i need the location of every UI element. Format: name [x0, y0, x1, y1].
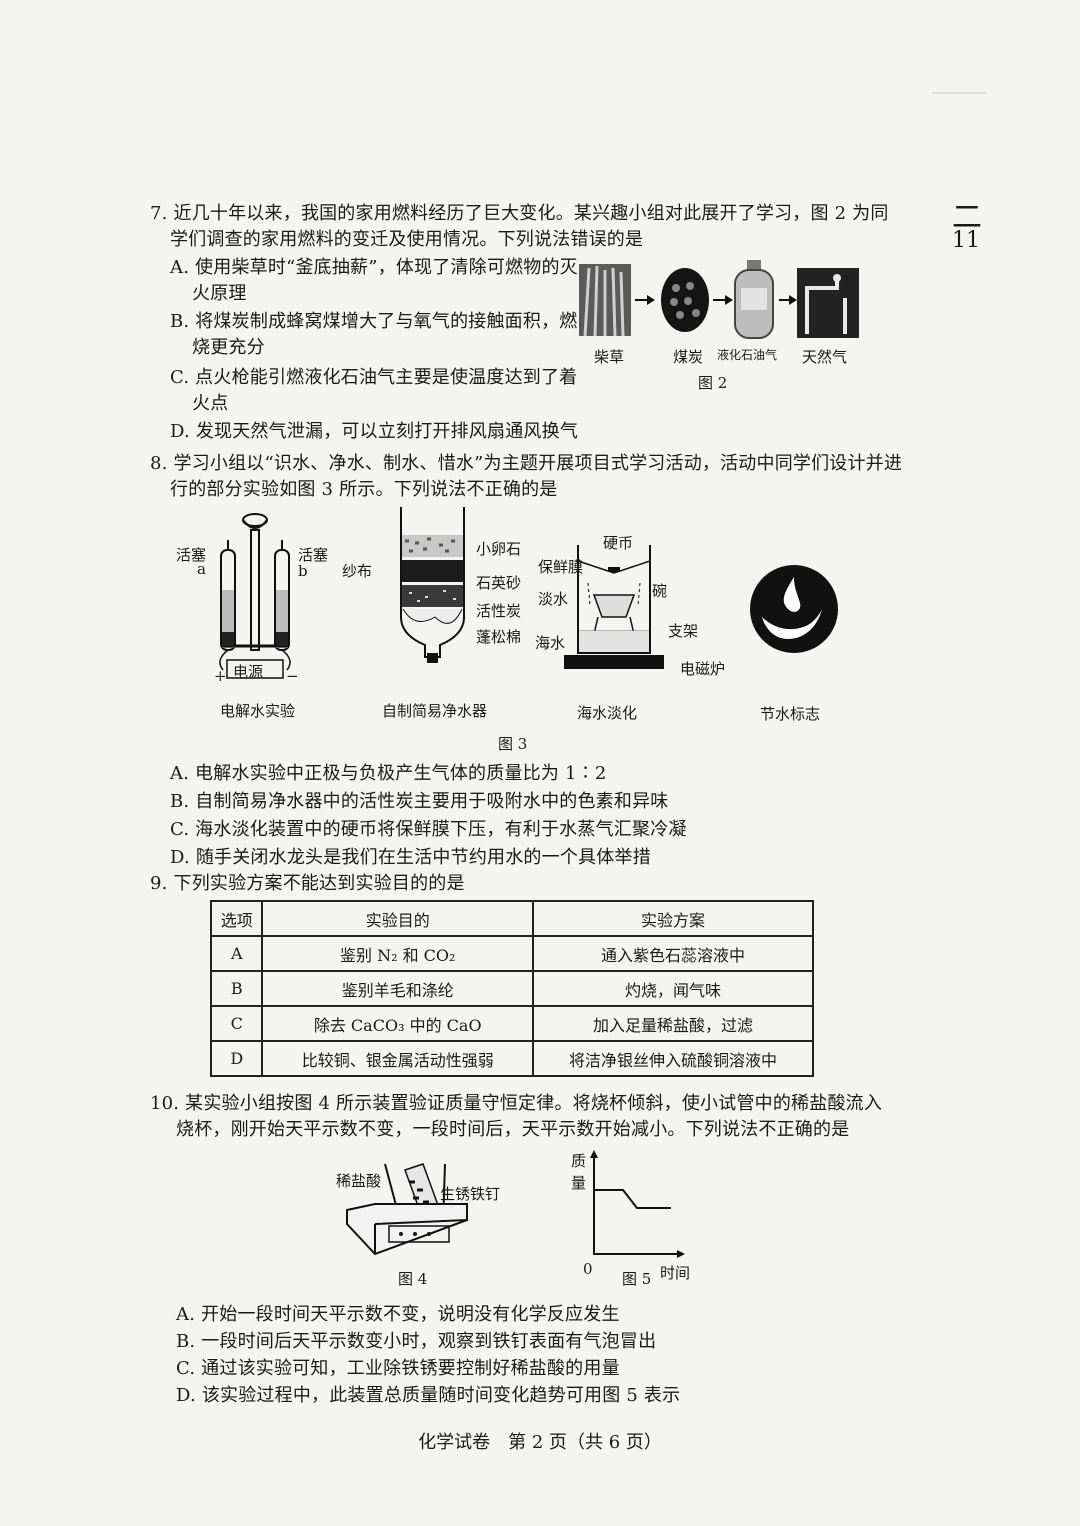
header-plan: 实验方案	[531, 900, 815, 937]
desalination-apparatus	[564, 545, 664, 669]
q7-stem-line2: 学们调查的家用燃料的变迁及使用情况。下列说法错误的是	[170, 229, 644, 250]
q10-stem-line2: 烧杯，刚开始天平示数不变，一段时间后，天平示数开始减小。下列说法不正确的是	[176, 1119, 850, 1140]
fig4-nail-label: 生锈铁钉	[440, 1185, 501, 1203]
fig3-title-logo: 节水标志	[760, 705, 821, 723]
fig5-xlabel: 时间	[660, 1264, 691, 1282]
margin-note-1: 二	[952, 200, 982, 235]
mass-time-graph	[590, 1150, 685, 1258]
desal-fresh-water-label: 淡水	[538, 590, 569, 608]
q8-stem-line2: 行的部分实验如图 3 所示。下列说法不正确的是	[170, 479, 558, 500]
q10-stem-line1: 10. 某实验小组按图 4 所示装置验证质量守恒定律。将烧杯倾斜，使小试管中的稀…	[150, 1093, 883, 1114]
desal-coin-label: 硬币	[603, 534, 634, 552]
electrolysis-apparatus	[219, 513, 291, 679]
cell-plan: 通入紫色石蕊溶液中	[531, 935, 815, 972]
elec-power-label: 电源	[233, 663, 264, 681]
fig2-label-natural-gas: 天然气	[802, 348, 848, 366]
margin-note-2: 11	[952, 228, 980, 253]
fig2-label-firewood: 柴草	[594, 348, 625, 366]
elec-right-valve-label: 活塞	[298, 546, 329, 564]
cell-plan: 将洁净银丝伸入硫酸铜溶液中	[531, 1040, 815, 1077]
fig2-caption: 图 2	[698, 374, 728, 392]
filter-cloth-label: 纱布	[342, 562, 373, 580]
q7-option-b-line2: 烧更充分	[192, 337, 265, 358]
fig5-origin: 0	[583, 1260, 593, 1278]
q8-stem-line1: 8. 学习小组以“识水、净水、制水、惜水”为主题开展项目式学习活动，活动中同学们…	[150, 453, 903, 474]
desal-bowl-label: 碗	[652, 582, 668, 600]
cell-option: C	[209, 1005, 264, 1042]
water-filter-apparatus	[400, 507, 465, 663]
q10-option-a: A. 开始一段时间天平示数不变，说明没有化学反应发生	[176, 1304, 620, 1325]
elec-plus-label: +	[214, 667, 227, 685]
fig5-caption: 图 5	[622, 1270, 652, 1288]
balance-apparatus	[346, 1163, 468, 1255]
q9-stem: 9. 下列实验方案不能达到实验目的的是	[150, 873, 465, 894]
q8-option-c: C. 海水淡化装置中的硬币将保鲜膜下压，有利于水蒸气汇聚冷凝	[170, 819, 687, 840]
desal-seawater-label: 海水	[535, 634, 566, 652]
fig2-label-lpg: 液化石油气	[717, 348, 778, 362]
fig3-title-desalination: 海水淡化	[577, 704, 638, 722]
coal-photo	[661, 268, 709, 332]
header-option: 选项	[209, 900, 264, 937]
q10-option-d: D. 该实验过程中，此装置总质量随时间变化趋势可用图 5 表示	[176, 1385, 681, 1406]
q7-option-c-line1: C. 点火枪能引燃液化石油气主要是使温度达到了着	[170, 367, 578, 388]
filter-carbon-label: 活性炭	[476, 602, 522, 620]
table-row: D 比较铜、银金属活动性强弱 将洁净银丝伸入硫酸铜溶液中	[209, 1040, 815, 1077]
filter-cotton-label: 蓬松棉	[476, 628, 522, 646]
q7-option-c-line2: 火点	[192, 393, 229, 414]
elec-tube-a-label: a	[197, 560, 206, 578]
q8-option-d: D. 随手关闭水龙头是我们在生活中节约用水的一个具体举措	[170, 847, 651, 868]
q8-option-b: B. 自制简易净水器中的活性炭主要用于吸附水中的色素和异味	[170, 791, 669, 812]
desal-film-label: 保鲜膜	[538, 558, 584, 576]
cell-plan: 灼烧，闻气味	[531, 970, 815, 1007]
q7-option-a-line2: 火原理	[192, 283, 247, 304]
q7-option-d: D. 发现天然气泄漏，可以立刻打开排风扇通风换气	[170, 421, 579, 442]
desal-stand-label: 支架	[668, 622, 699, 640]
elec-left-valve-label: 活塞	[176, 546, 207, 564]
q10-option-c: C. 通过该实验可知，工业除铁锈要控制好稀盐酸的用量	[176, 1358, 620, 1379]
cell-option: A	[209, 935, 264, 972]
cell-option: D	[209, 1040, 264, 1077]
natural-gas-pipe-photo	[797, 268, 859, 338]
lpg-cylinder-photo	[734, 260, 774, 339]
table-header-row: 选项 实验目的 实验方案	[209, 900, 815, 937]
fig4-acid-label: 稀盐酸	[336, 1172, 382, 1190]
q8-option-a: A. 电解水实验中正极与负极产生气体的质量比为 1∶2	[170, 763, 607, 784]
cell-option: B	[209, 970, 264, 1007]
q7-option-a-line1: A. 使用柴草时“釜底抽薪”，体现了清除可燃物的灭	[170, 257, 578, 278]
q9-table: 选项 实验目的 实验方案 A 鉴别 N₂ 和 CO₂ 通入紫色石蕊溶液中 B 鉴…	[209, 900, 815, 1077]
q7-stem-line1: 7. 近几十年以来，我国的家用燃料经历了巨大变化。某兴趣小组对此展开了学习，图 …	[150, 203, 889, 224]
filter-sand-label: 石英砂	[476, 574, 522, 592]
cell-purpose: 鉴别羊毛和涤纶	[261, 970, 534, 1007]
header-purpose: 实验目的	[261, 900, 534, 937]
fig3-title-electrolysis: 电解水实验	[220, 702, 296, 720]
cell-plan: 加入足量稀盐酸，过滤	[531, 1005, 815, 1042]
fig5-ylabel-2: 量	[571, 1174, 587, 1192]
elec-minus-label: −	[286, 667, 299, 685]
scan-smudge	[932, 92, 986, 94]
fig5-ylabel-1: 质	[571, 1152, 587, 1170]
desal-stove-label: 电磁炉	[680, 660, 726, 678]
elec-tube-b-label: b	[298, 562, 308, 580]
cell-purpose: 比较铜、银金属活动性强弱	[261, 1040, 534, 1077]
q10-option-b: B. 一段时间后天平示数变小时，观察到铁钉表面有气泡冒出	[176, 1331, 657, 1352]
fig4-caption: 图 4	[398, 1270, 428, 1288]
q7-option-b-line1: B. 将煤炭制成蜂窝煤增大了与氧气的接触面积，燃	[170, 311, 578, 332]
fig3-caption: 图 3	[498, 735, 528, 753]
table-row: C 除去 CaCO₃ 中的 CaO 加入足量稀盐酸，过滤	[209, 1005, 815, 1042]
cell-purpose: 除去 CaCO₃ 中的 CaO	[261, 1005, 534, 1042]
fuel-evolution-figure	[579, 260, 859, 339]
cell-purpose: 鉴别 N₂ 和 CO₂	[261, 935, 534, 972]
table-row: A 鉴别 N₂ 和 CO₂ 通入紫色石蕊溶液中	[209, 935, 815, 972]
table-row: B 鉴别羊毛和涤纶 灼烧，闻气味	[209, 970, 815, 1007]
fig2-label-coal: 煤炭	[673, 348, 704, 366]
fig3-title-filter: 自制简易净水器	[382, 702, 488, 720]
page-footer: 化学试卷 第 2 页（共 6 页）	[418, 1432, 662, 1453]
water-saving-logo	[750, 565, 838, 653]
filter-pebble-label: 小卵石	[476, 540, 522, 558]
